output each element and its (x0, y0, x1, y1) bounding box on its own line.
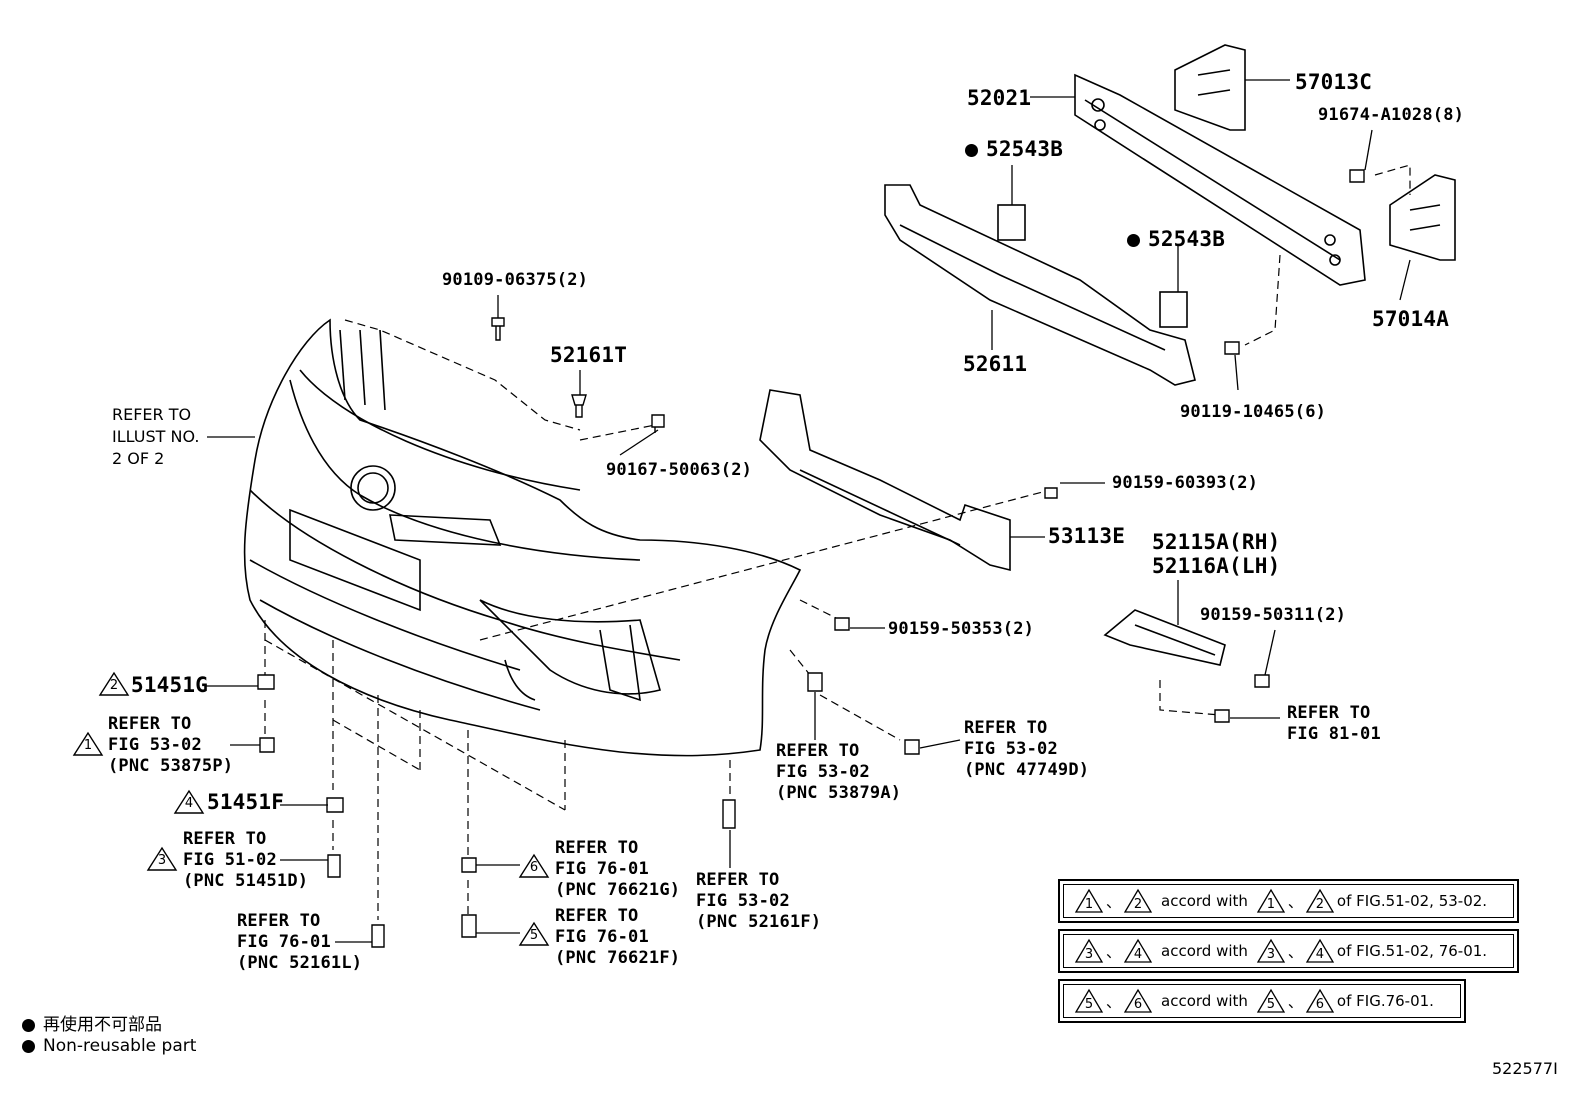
screw-90159-50353 (834, 617, 850, 631)
note-box-3: 5、 6 accord with 5、 6 of FIG.76-01. (1058, 979, 1466, 1023)
part-label-52021[interactable]: 52021 (967, 86, 1032, 110)
screw-91674 (1349, 169, 1365, 183)
triangle-icon: 4 (1305, 938, 1335, 964)
screw-ref3 (327, 854, 341, 878)
part-label-90109[interactable]: 90109-06375(2) (442, 270, 589, 290)
part-label-91674[interactable]: 91674-A1028(8) (1318, 105, 1465, 125)
clip-52161t (571, 394, 587, 418)
part-label-57013c[interactable]: 57013C (1295, 70, 1373, 94)
marker-6-number: 6 (529, 860, 539, 875)
triangle-marker-5 (518, 921, 550, 946)
triangle-icon: 3 (1074, 938, 1104, 964)
triangle-marker-1 (72, 731, 104, 756)
triangle-icon: 6 (1123, 988, 1153, 1014)
energy-absorber (884, 184, 1196, 386)
triangle-icon: 2 (1123, 888, 1153, 914)
bumper-cover (243, 318, 802, 757)
screw-ref1 (259, 737, 275, 753)
non-reusable-dot-icon (965, 143, 978, 157)
note-box-2: 3、 4 accord with 3、 4 of FIG.51-02, 76-0… (1058, 929, 1519, 973)
triangle-marker-2 (98, 671, 130, 696)
clip-ref7601l (371, 924, 385, 948)
part-label-90159-50311[interactable]: 90159-50311(2) (1200, 605, 1347, 625)
bumper-reinforcement (1074, 73, 1366, 286)
part-label-90119[interactable]: 90119-10465(6) (1180, 402, 1327, 422)
screw-ref5 (461, 914, 477, 938)
triangle-icon: 5 (1074, 988, 1104, 1014)
bumper-side-bracket (1103, 609, 1226, 666)
triangle-marker-3 (146, 846, 178, 871)
clip-ref5302f (722, 799, 736, 829)
triangle-icon: 1 (1256, 888, 1286, 914)
marker-5-number: 5 (529, 928, 539, 943)
screw-90159-50311 (1254, 674, 1270, 688)
part-label-52115a[interactable]: 52115A(RH) (1152, 530, 1281, 554)
part-label-90167[interactable]: 90167-50063(2) (606, 460, 753, 480)
triangle-icon: 5 (1256, 988, 1286, 1014)
part-label-51451f[interactable]: 51451F (207, 790, 285, 814)
marker-3-number: 3 (157, 853, 167, 868)
triangle-icon: 2 (1305, 888, 1335, 914)
legend-en: Non-reusable part (22, 1036, 196, 1056)
part-label-90159-60393[interactable]: 90159-60393(2) (1112, 473, 1259, 493)
marker-4-number: 4 (184, 796, 194, 811)
bracket-57014a (1389, 174, 1456, 261)
screw-ref8101 (1214, 709, 1230, 723)
part-label-53113e[interactable]: 53113E (1048, 524, 1126, 548)
part-label-52543b-b[interactable]: 52543B (1127, 227, 1225, 251)
screw-90119 (1224, 341, 1240, 355)
triangle-icon: 3 (1256, 938, 1286, 964)
clip-ref5302a (807, 672, 823, 692)
part-label-90159-50353[interactable]: 90159-50353(2) (888, 619, 1035, 639)
part-label-52161t[interactable]: 52161T (550, 343, 628, 367)
legend-jp: 再使用不可部品 (22, 1010, 162, 1035)
triangle-icon: 4 (1123, 938, 1153, 964)
clip-90109 (491, 317, 505, 341)
lower-absorber (759, 389, 1011, 572)
part-label-51451g[interactable]: 51451G (131, 673, 209, 697)
part-label-52116a[interactable]: 52116A(LH) (1152, 554, 1281, 578)
legend-dot-icon (22, 1039, 35, 1053)
legend-dot-icon (22, 1018, 35, 1032)
part-label-57014a[interactable]: 57014A (1372, 307, 1450, 331)
clip-ref6 (461, 857, 477, 873)
part-label-52611[interactable]: 52611 (963, 352, 1028, 376)
triangle-icon: 6 (1305, 988, 1335, 1014)
bracket-57013c (1174, 44, 1246, 131)
triangle-marker-4 (173, 789, 205, 814)
figure-id: 522577I (1492, 1059, 1558, 1078)
triangle-icon: 1 (1074, 888, 1104, 914)
clip-ref5302d (904, 739, 920, 755)
part-label-52543b-a[interactable]: 52543B (965, 137, 1063, 161)
marker-1-number: 1 (83, 738, 93, 753)
triangle-marker-6 (518, 853, 550, 878)
clip-51451g (257, 674, 275, 690)
marker-2-number: 2 (109, 678, 119, 693)
clip-51451f (326, 797, 344, 813)
non-reusable-dot-icon (1127, 233, 1140, 247)
screw-90159-60393 (1044, 487, 1058, 499)
note-box-1: 1、 2 accord with 1、 2 of FIG.51-02, 53-0… (1058, 879, 1519, 923)
